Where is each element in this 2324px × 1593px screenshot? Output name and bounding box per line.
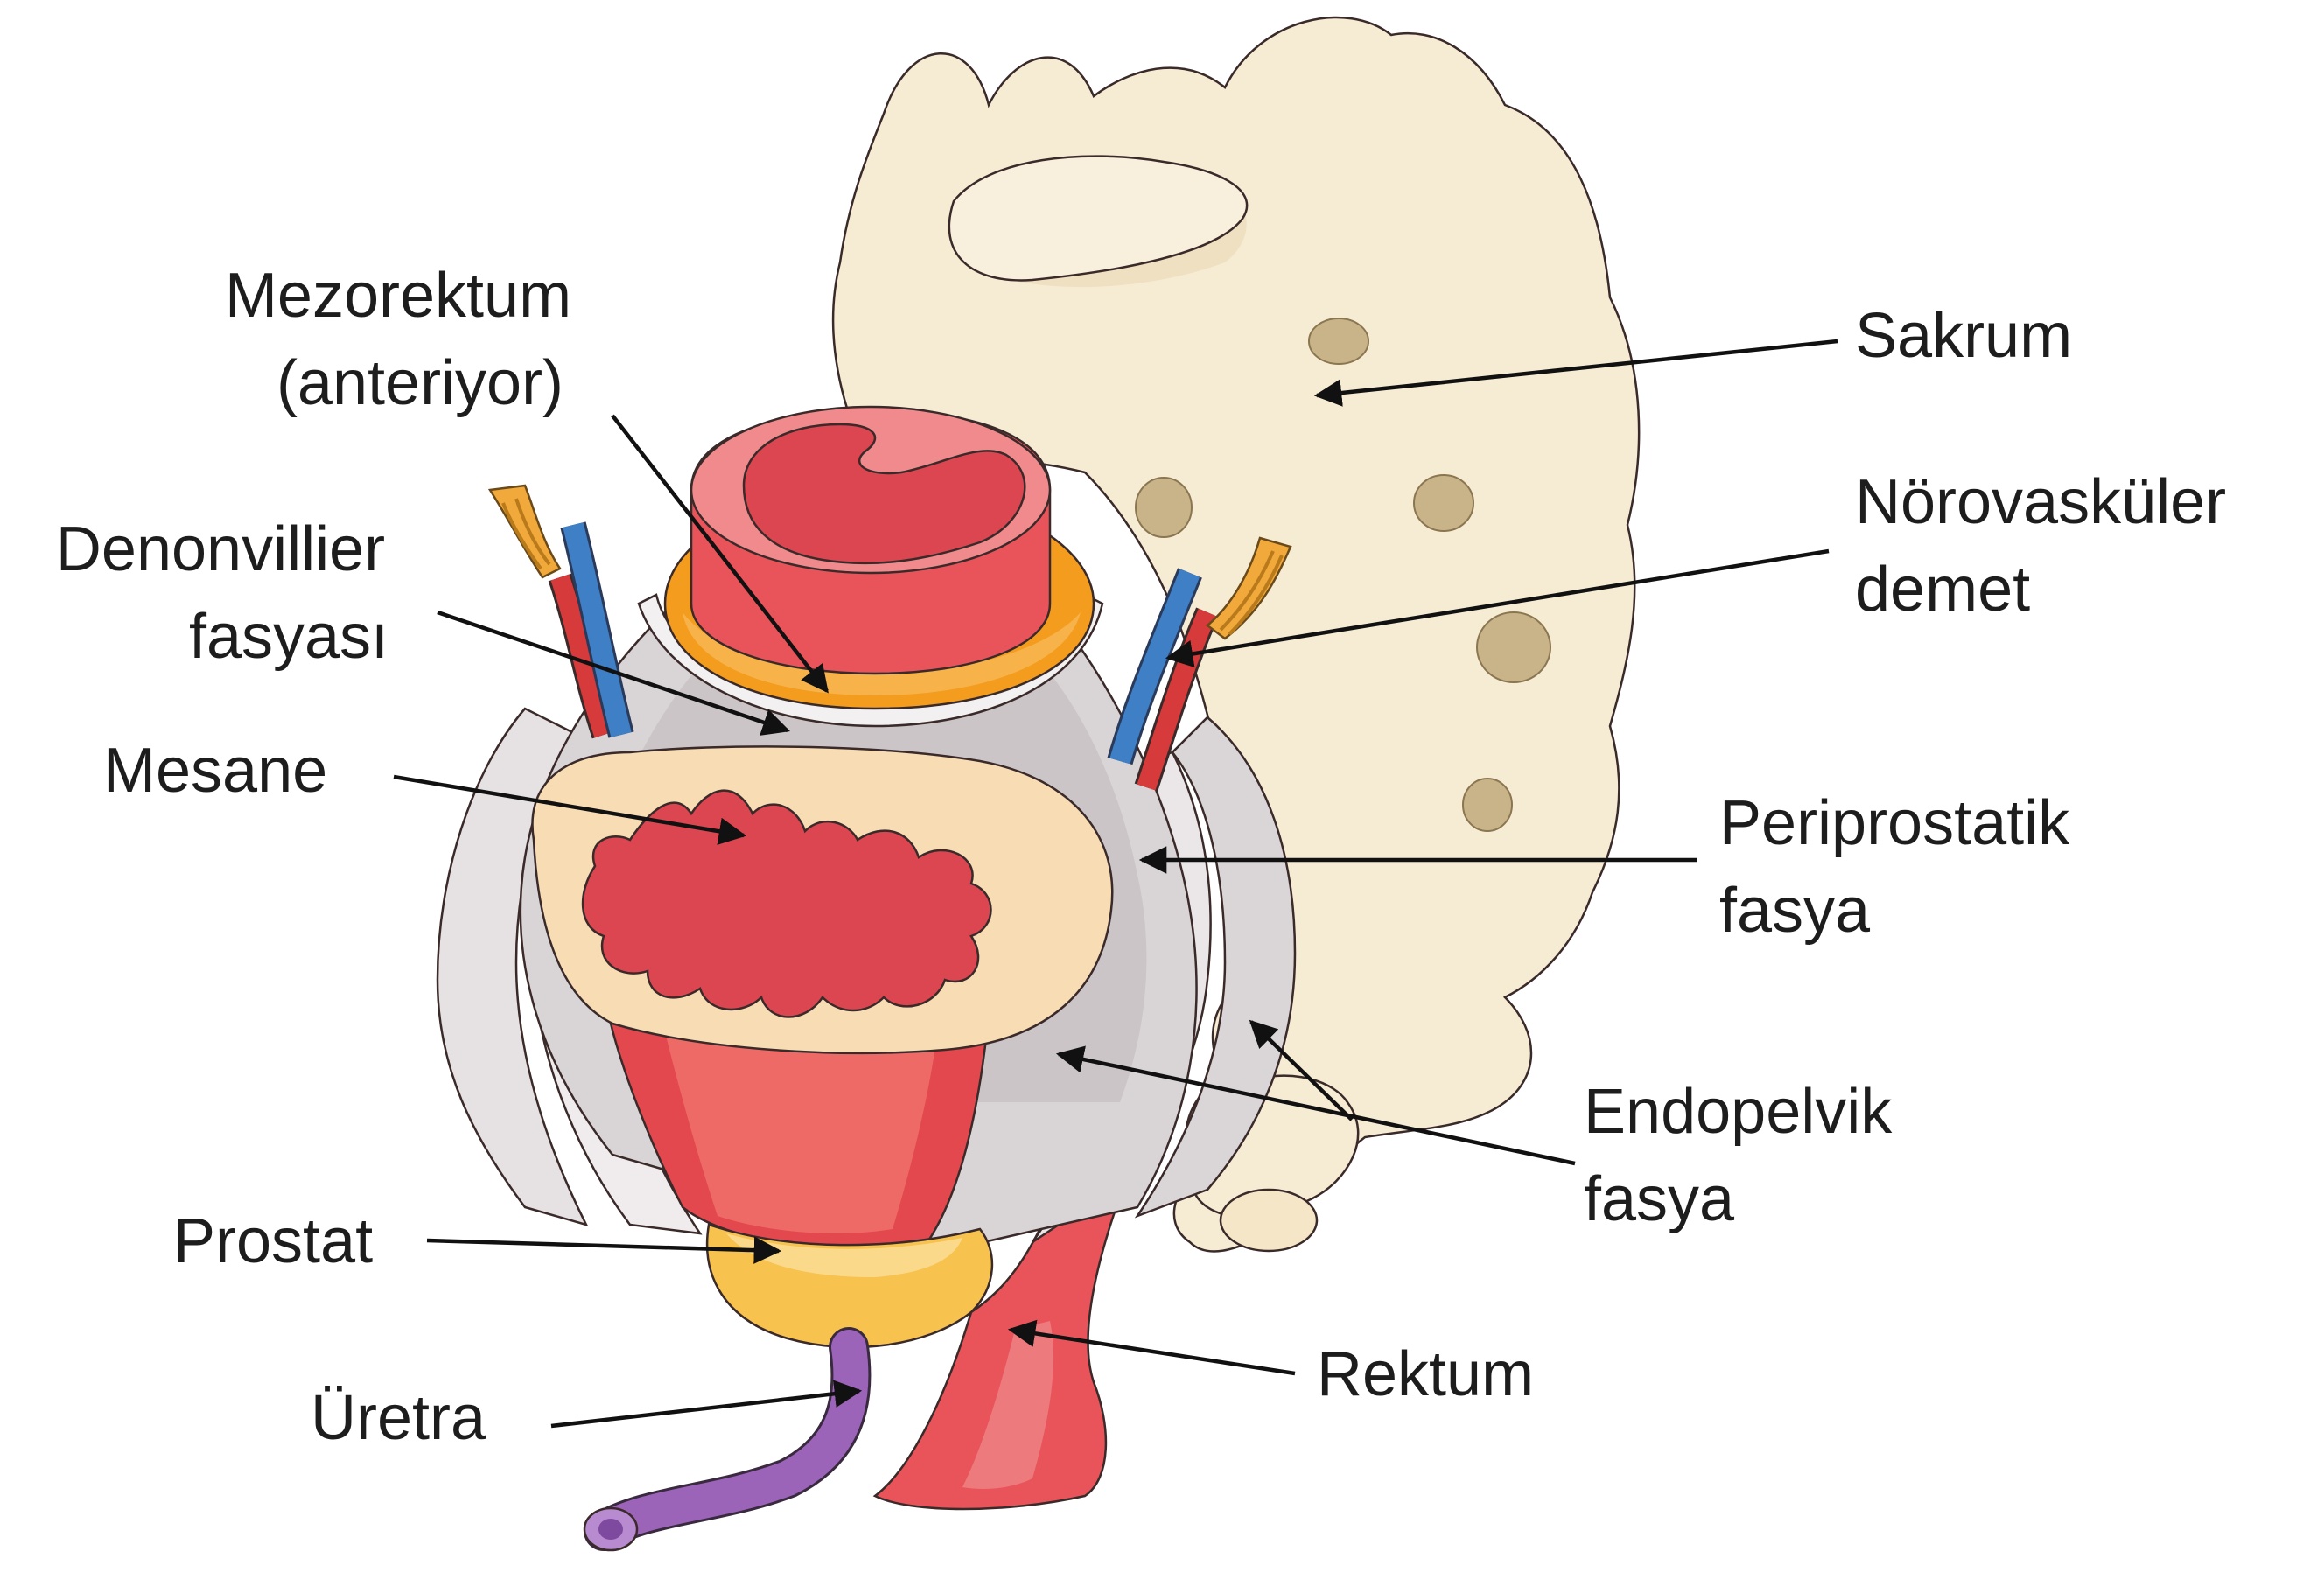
coccyx-tip — [1221, 1190, 1317, 1251]
label-denonvillier: Denonvillier fasyası — [56, 514, 402, 672]
bladder-section — [532, 746, 1112, 1052]
foramen-4 — [1477, 612, 1550, 682]
label-mesane: Mesane — [103, 736, 327, 806]
label-prostat: Prostat — [173, 1206, 373, 1276]
label-sakrum: Sakrum — [1855, 301, 2072, 371]
foramen-2 — [1136, 478, 1192, 537]
urethra-lumen — [598, 1519, 623, 1540]
label-uretra: Üretra — [311, 1383, 486, 1453]
label-rektum: Rektum — [1317, 1339, 1534, 1409]
rectum-upper — [639, 407, 1102, 726]
urethra-fill — [604, 1347, 850, 1531]
label-mezorektum: Mezorektum (anteriyor) — [225, 261, 589, 418]
foramen-3 — [1414, 475, 1474, 531]
foramen-5 — [1463, 779, 1512, 831]
label-endopelvik: Endopelvik fasya — [1584, 1077, 1909, 1234]
foramen-1 — [1309, 318, 1368, 364]
urethra — [584, 1347, 850, 1550]
label-norovaskuler: Nörovasküler demet — [1855, 467, 2244, 625]
label-periprostatik: Periprostatik fasya — [1719, 788, 2087, 946]
neurovascular-bundle-left — [490, 486, 621, 735]
arrow-uretra — [551, 1391, 859, 1426]
